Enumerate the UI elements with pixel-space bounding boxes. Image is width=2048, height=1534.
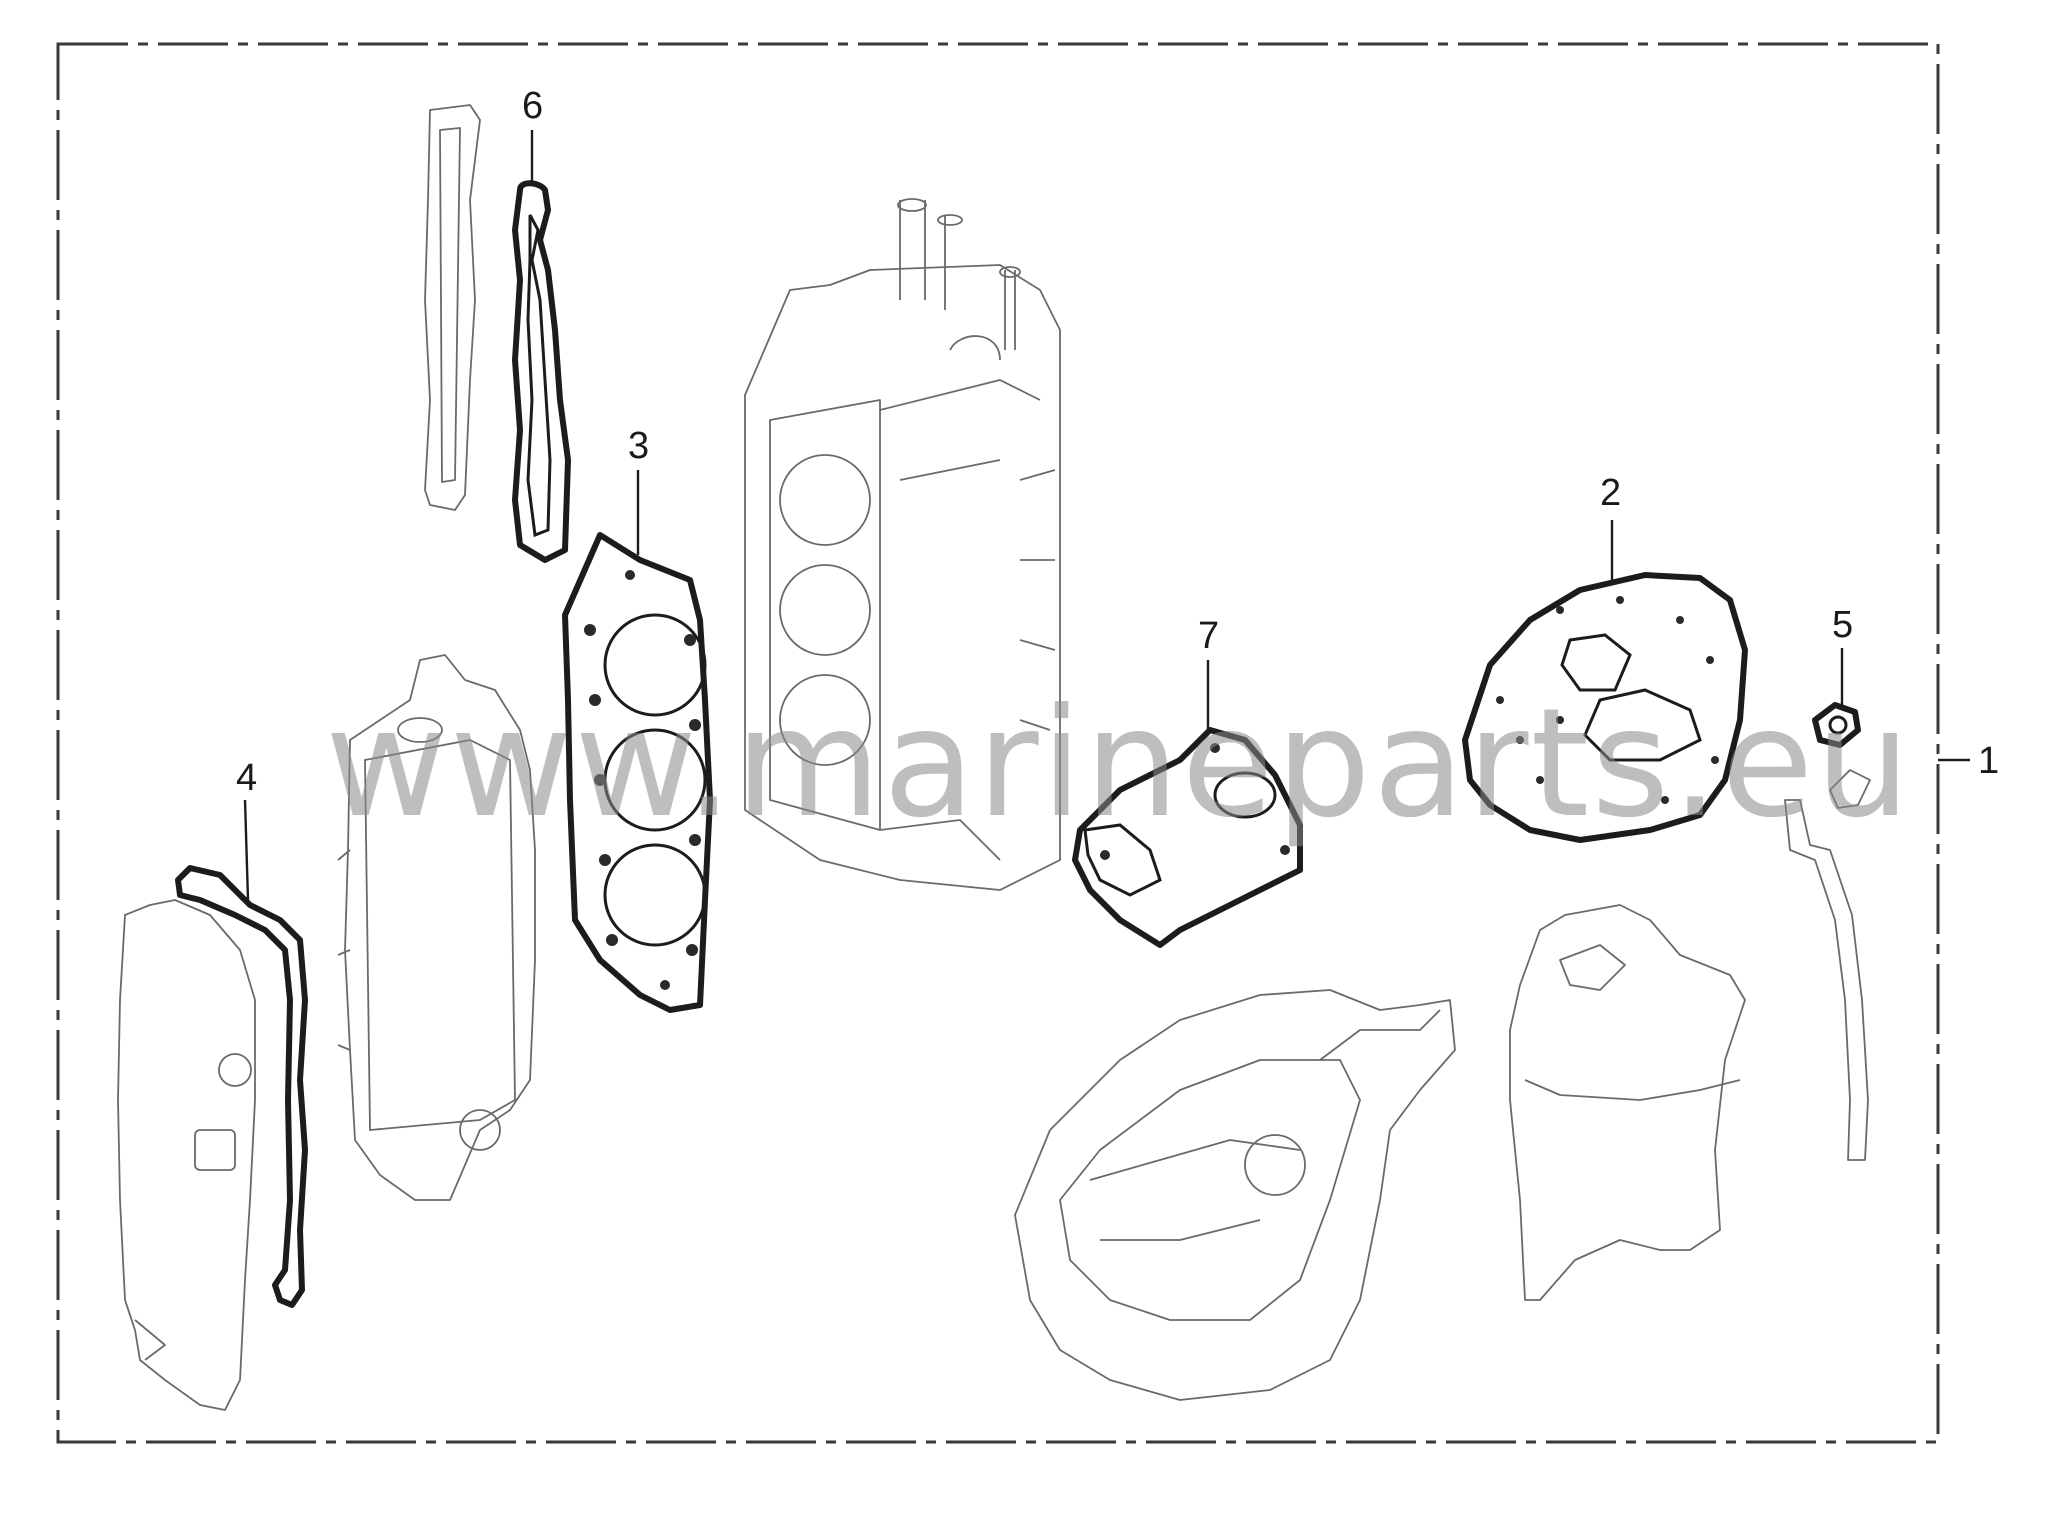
part-6-cylinder-head-cover-gasket <box>424 104 571 563</box>
callout-1: 1 <box>1978 740 1999 782</box>
part-3-cylinder-head-gasket <box>562 532 713 1013</box>
watermark: www.marineparts.eu <box>325 677 1913 851</box>
part-4-head-cover-gasket <box>175 865 308 1308</box>
callout-6: 6 <box>522 85 543 127</box>
part-5-small-gasket <box>1812 702 1861 748</box>
callout-3: 3 <box>628 425 649 467</box>
oil-pan-illustration <box>1509 904 1746 1301</box>
engine-cover-illustration <box>1014 989 1456 1401</box>
callout-2: 2 <box>1600 472 1621 514</box>
head-cover-illustration <box>117 899 256 1411</box>
callout-4: 4 <box>236 757 257 799</box>
kit-frame <box>56 42 1940 1444</box>
callout-5: 5 <box>1832 604 1853 646</box>
oil-strainer-pipe-illustration <box>1784 769 1871 1161</box>
part-7-gasket <box>1072 727 1303 948</box>
callout-7: 7 <box>1198 615 1219 657</box>
cylinder-head-illustration <box>337 654 536 1201</box>
engine-block-illustration <box>744 198 1061 891</box>
part-2-gasket <box>1462 572 1748 843</box>
leader-lines <box>243 130 1970 901</box>
